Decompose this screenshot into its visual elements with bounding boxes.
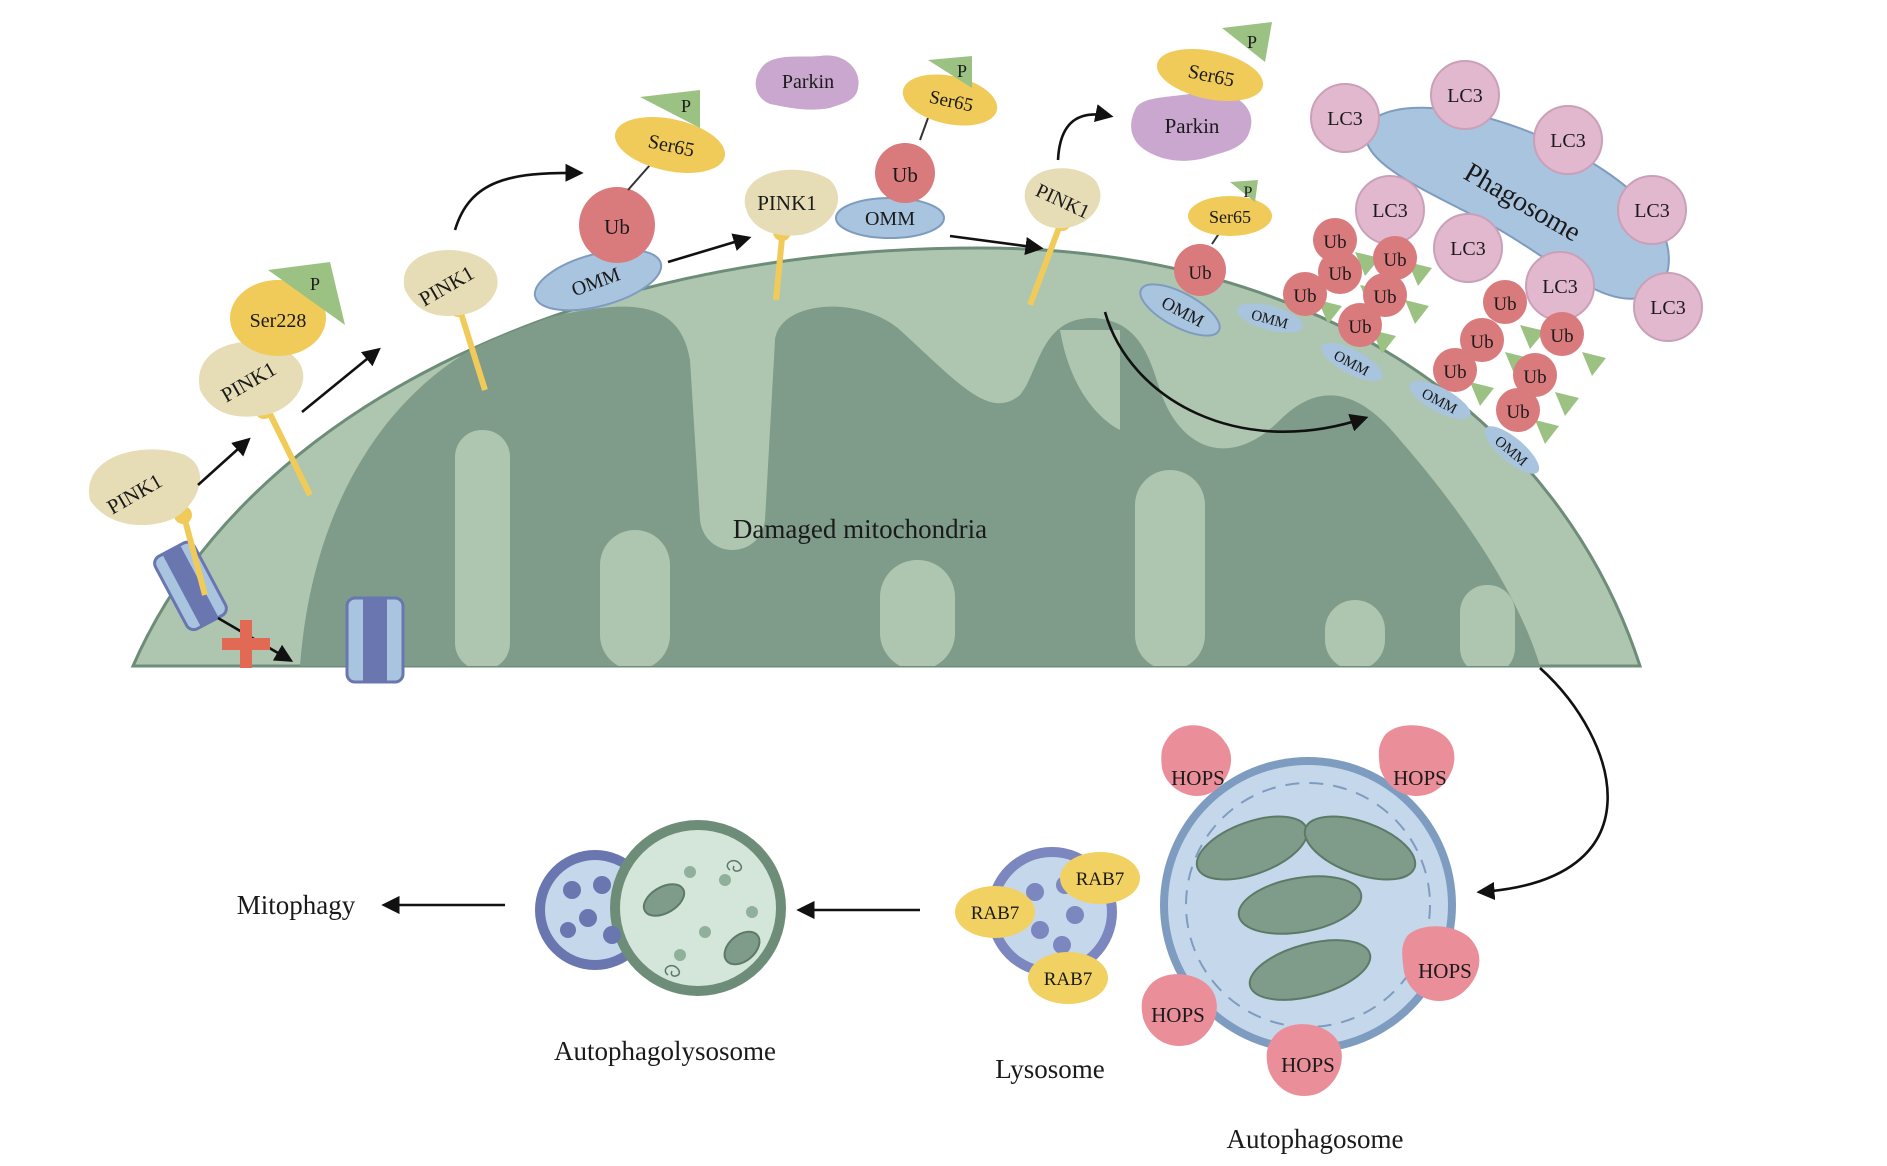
ub-label: Ub bbox=[1328, 264, 1351, 285]
phospho-ubiquitin-on-omm: OMM Ub Ser65 P bbox=[533, 90, 726, 312]
ub-label: Ub bbox=[1550, 326, 1573, 347]
lc3-label: LC3 bbox=[1634, 200, 1670, 222]
hops-complexes: HOPS HOPS HOPS HOPS HOPS bbox=[1141, 725, 1480, 1096]
autophagosome: HOPS HOPS HOPS HOPS HOPS Autophagosome bbox=[1141, 725, 1480, 1154]
p-label: P bbox=[681, 96, 691, 116]
lysosome: RAB7 RAB7 RAB7 Lysosome bbox=[955, 847, 1140, 1084]
hops-label: HOPS bbox=[1393, 766, 1447, 790]
lysosome-label: Lysosome bbox=[995, 1054, 1105, 1084]
lc3-label: LC3 bbox=[1550, 130, 1586, 152]
ser65-label: Ser65 bbox=[1209, 207, 1251, 227]
pink1-label: PINK1 bbox=[757, 191, 817, 215]
polyubiquitin-cluster-right: Ub Ub Ub Ub Ub Ub OMM OMM bbox=[1409, 280, 1606, 474]
hops-label: HOPS bbox=[1151, 1003, 1205, 1027]
p-label: P bbox=[310, 274, 320, 294]
rab7-proteins: RAB7 RAB7 RAB7 bbox=[955, 852, 1140, 1004]
pink1-stabilised: PINK1 bbox=[403, 250, 498, 391]
phospho-ubiquitin-on-omm-2: OMM Ub Ser65 P bbox=[835, 56, 998, 239]
lc3-label: LC3 bbox=[1447, 85, 1483, 107]
lc3-label: LC3 bbox=[1372, 200, 1408, 222]
rab7-label: RAB7 bbox=[1044, 969, 1093, 990]
ub-label: Ub bbox=[1348, 317, 1371, 338]
ub-label: Ub bbox=[1188, 263, 1211, 284]
ser228-label: Ser228 bbox=[250, 310, 307, 332]
mitophagy-label: Mitophagy bbox=[237, 890, 356, 920]
ub-label: Ub bbox=[1373, 287, 1396, 308]
import-blocked-icon bbox=[217, 616, 294, 668]
translocase-pore bbox=[345, 596, 405, 684]
damaged-mitochondria-label: Damaged mitochondria bbox=[733, 514, 987, 544]
ub-label: Ub bbox=[1470, 332, 1493, 353]
rab7-label: RAB7 bbox=[971, 903, 1020, 924]
p-label: P bbox=[1244, 184, 1253, 201]
rab7-label: RAB7 bbox=[1076, 869, 1125, 890]
hops-label: HOPS bbox=[1418, 959, 1472, 983]
engulfed-mitochondria bbox=[1195, 815, 1417, 1001]
hops-label: HOPS bbox=[1281, 1053, 1335, 1077]
parkin-label: Parkin bbox=[782, 71, 834, 93]
autophagolysosome-label: Autophagolysosome bbox=[554, 1036, 776, 1066]
ub-label: Ub bbox=[604, 215, 630, 239]
autophagolysosome: Autophagolysosome bbox=[535, 820, 786, 1066]
ub-label: Ub bbox=[1323, 232, 1346, 253]
lc3-label: LC3 bbox=[1450, 238, 1486, 260]
lc3-label: LC3 bbox=[1327, 108, 1363, 130]
parkin-activated: Parkin Ser65 P bbox=[1131, 22, 1272, 161]
lc3-label: LC3 bbox=[1650, 297, 1686, 319]
omm-label: OMM bbox=[865, 208, 915, 230]
cristae bbox=[455, 330, 1515, 666]
ub-label: Ub bbox=[1383, 250, 1406, 271]
hops-label: HOPS bbox=[1171, 766, 1225, 790]
translocase-pore-blocked bbox=[153, 540, 228, 632]
ub-label: Ub bbox=[1443, 362, 1466, 383]
pink1-recruiting-parkin: PINK1 bbox=[1024, 168, 1101, 307]
p-label: P bbox=[957, 61, 967, 81]
phospho-ubiquitin-on-omm-3: OMM Ub Ser65 P bbox=[1139, 180, 1272, 337]
pink1-membrane-anchored: PINK1 bbox=[744, 169, 839, 301]
lc3-label: LC3 bbox=[1542, 276, 1578, 298]
pink1-importing: PINK1 bbox=[88, 449, 208, 596]
ub-label: Ub bbox=[1523, 367, 1546, 388]
ub-label: Ub bbox=[892, 163, 918, 187]
phagosome-complex: Phagosome LC3 LC3 LC3 LC3 LC3 LC3 LC3 LC… bbox=[1237, 60, 1703, 474]
pink1-ser228-phosphorylated: PINK1 Ser228 P bbox=[199, 262, 345, 497]
ub-label: Ub bbox=[1506, 402, 1529, 423]
ub-label: Ub bbox=[1493, 294, 1516, 315]
autophagosome-label: Autophagosome bbox=[1227, 1124, 1404, 1154]
parkin-inactive: Parkin bbox=[755, 55, 859, 110]
ub-label: Ub bbox=[1293, 286, 1316, 307]
p-label: P bbox=[1247, 32, 1257, 52]
parkin-label: Parkin bbox=[1165, 114, 1220, 138]
damaged-mitochondrion: Damaged mitochondria bbox=[130, 246, 1643, 668]
